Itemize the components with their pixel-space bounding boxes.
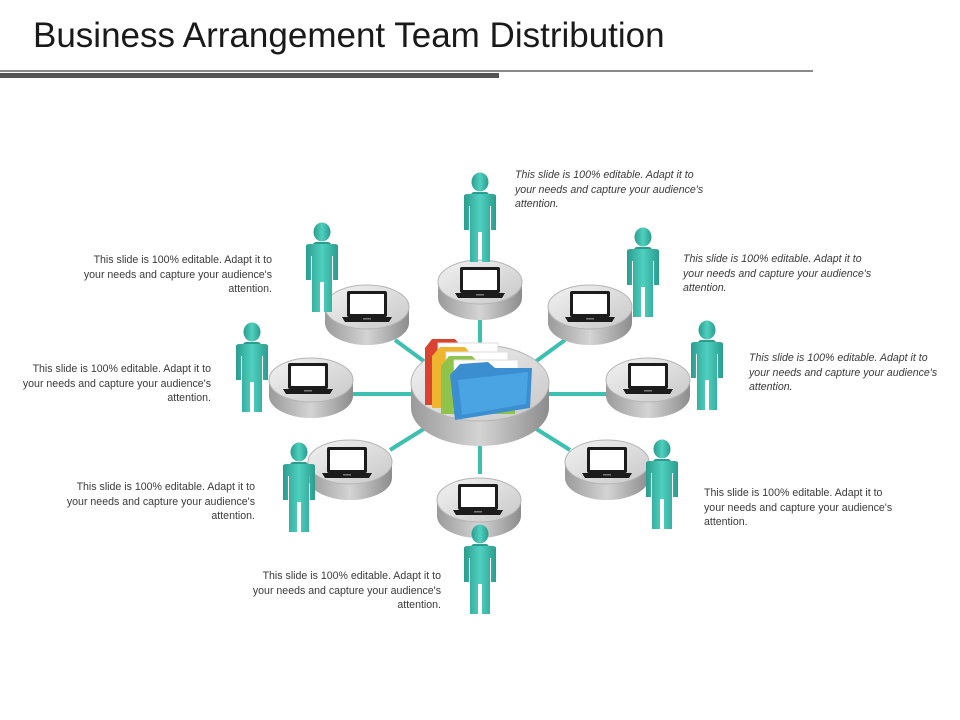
folder-stack-icon: [425, 339, 532, 420]
node-bottom-right: [564, 439, 650, 501]
laptop-icon: [322, 447, 372, 478]
laptop-icon: [342, 291, 392, 322]
laptop-icon: [453, 484, 503, 515]
title-underline-thick: [0, 73, 499, 78]
laptop-icon: [582, 447, 632, 478]
laptop-icon: [623, 363, 673, 394]
person-icon: [646, 439, 678, 529]
person-icon: [691, 320, 723, 410]
node-top-right: [547, 284, 633, 346]
caption-bottom-left: This slide is 100% editable. Adapt it to…: [66, 481, 255, 522]
caption-top-left: This slide is 100% editable. Adapt it to…: [83, 254, 272, 295]
person-icon: [464, 524, 496, 614]
node-bottom-left: [307, 439, 393, 501]
node-left: [268, 357, 354, 419]
page-title: Business Arrangement Team Distribution: [33, 16, 665, 55]
laptop-icon: [455, 267, 505, 298]
central-hub: [410, 339, 550, 446]
title-underline-thin: [0, 70, 813, 72]
node-right: [605, 357, 691, 419]
caption-left: This slide is 100% editable. Adapt it to…: [22, 363, 211, 404]
node-top-left: [324, 284, 410, 346]
caption-bottom-right: This slide is 100% editable. Adapt it to…: [704, 487, 893, 528]
caption-top-right: This slide is 100% editable. Adapt it to…: [683, 253, 872, 294]
connector-lines: [350, 318, 608, 474]
caption-bottom: This slide is 100% editable. Adapt it to…: [252, 570, 441, 611]
caption-top: This slide is 100% editable. Adapt it to…: [515, 169, 704, 210]
person-icon: [464, 172, 496, 262]
laptop-icon: [565, 291, 615, 322]
caption-right: This slide is 100% editable. Adapt it to…: [749, 352, 938, 393]
node-top: [437, 259, 523, 321]
laptop-icon: [283, 363, 333, 394]
person-icon: [236, 322, 268, 412]
